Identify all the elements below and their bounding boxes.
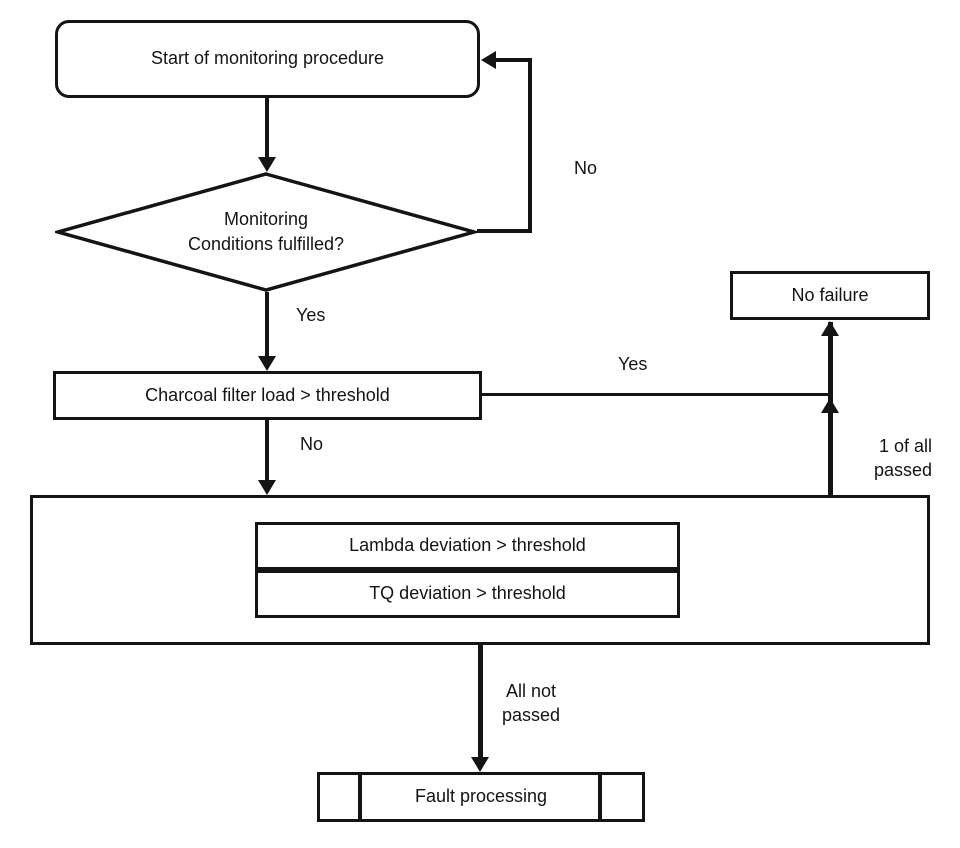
node-lambda-label: Lambda deviation > threshold [349,535,586,556]
label-one-of-all-passed: 1 of all passed [873,436,932,481]
edge-start-to-decision [265,98,269,160]
arrowhead-into-charcoal [258,356,276,371]
label-loop-no: No [574,158,598,178]
fault-left-bar [358,775,362,819]
node-start: Start of monitoring procedure [55,20,480,98]
node-fault: Fault processing [317,772,645,822]
arrowhead-into-start [481,51,496,69]
label-charcoal-no: No [300,434,324,454]
edge-decision-to-charcoal [265,292,269,359]
edge-loop-vertical [528,58,532,233]
node-charcoal: Charcoal filter load > threshold [53,371,482,420]
node-tq: TQ deviation > threshold [255,570,680,618]
arrowhead-into-fault [471,757,489,772]
node-lambda: Lambda deviation > threshold [255,522,680,570]
label-decision-yes: Yes [296,305,326,325]
node-start-label: Start of monitoring procedure [150,48,385,69]
node-charcoal-label: Charcoal filter load > threshold [145,384,390,405]
fault-right-bar [598,775,602,819]
arrowhead-riser-junction [821,398,839,413]
node-no-failure-label: No failure [791,284,869,305]
label-charcoal-yes: Yes [618,354,648,374]
arrowhead-into-decision [258,157,276,172]
edge-charcoal-yes-horizontal [482,393,830,396]
arrowhead-into-no-failure [821,321,839,336]
label-all-not-passed: All not passed [501,681,561,726]
edge-checks-to-fault [478,645,483,760]
edge-charcoal-to-checks [265,420,269,482]
edge-loop-top [494,58,532,62]
node-fault-label: Fault processing [414,786,548,807]
diamond-shape [55,172,477,292]
node-decision-label: Monitoring Conditions fulfilled? [187,208,345,254]
edge-loop-bottom [477,229,532,233]
node-tq-label: TQ deviation > threshold [369,583,566,604]
node-decision: Monitoring Conditions fulfilled? [55,172,477,292]
node-no-failure: No failure [730,271,930,320]
arrowhead-into-checks [258,480,276,495]
